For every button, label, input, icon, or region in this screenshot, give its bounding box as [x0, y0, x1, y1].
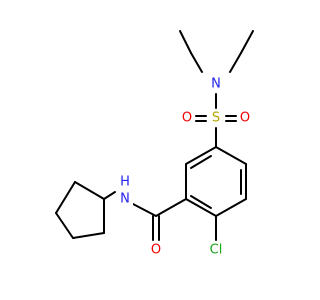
atom-n-sulfonamide: N: [208, 76, 224, 92]
ring-bond-4: [215, 198, 247, 217]
atom-s-label: S: [212, 111, 220, 126]
bond-ethyl2-b: [229, 52, 242, 73]
atom-o-amide: O: [148, 242, 164, 258]
atom-o-right-label: O: [240, 111, 250, 126]
atom-o-left-label: O: [182, 111, 192, 126]
atom-labels: N S O O O N H Cl: [117, 76, 253, 258]
cyclopentyl-bond-4: [72, 232, 105, 239]
atom-o-amide-label: O: [151, 243, 161, 258]
atom-n-amide-label: N: [120, 192, 130, 207]
bond-ethyl1-a: [179, 30, 192, 54]
ring-double-3: [190, 195, 212, 209]
ring-bond-1: [185, 146, 217, 165]
ring-bond-6: [215, 146, 247, 165]
cyclopentyl-bond-2: [55, 181, 76, 214]
atom-cl: Cl: [205, 242, 227, 258]
cyclopentyl-bond-1: [74, 181, 105, 200]
atom-o-right: O: [237, 110, 253, 126]
atom-cl-label: Cl: [210, 243, 223, 258]
ring-double-1: [190, 155, 212, 169]
bond-ethyl1-b: [190, 52, 203, 73]
bond-lines: [55, 30, 254, 241]
bond-carbonyl-n: [132, 203, 157, 217]
bond-n-cyclopentyl: [103, 191, 116, 200]
atom-nh: N H: [117, 174, 133, 207]
ring-bond-3: [185, 198, 217, 217]
cyclopentyl-bond-3: [55, 212, 74, 239]
atom-o-left: O: [179, 110, 195, 126]
bond-ethyl2-a: [240, 30, 254, 54]
atom-h-label: H: [120, 175, 130, 190]
bond-ring-carbonyl: [155, 198, 187, 217]
atom-n-sulfonamide-label: N: [211, 77, 221, 92]
atom-s: S: [208, 110, 224, 126]
molecule-structure: N S O O O N H Cl: [55, 30, 254, 258]
